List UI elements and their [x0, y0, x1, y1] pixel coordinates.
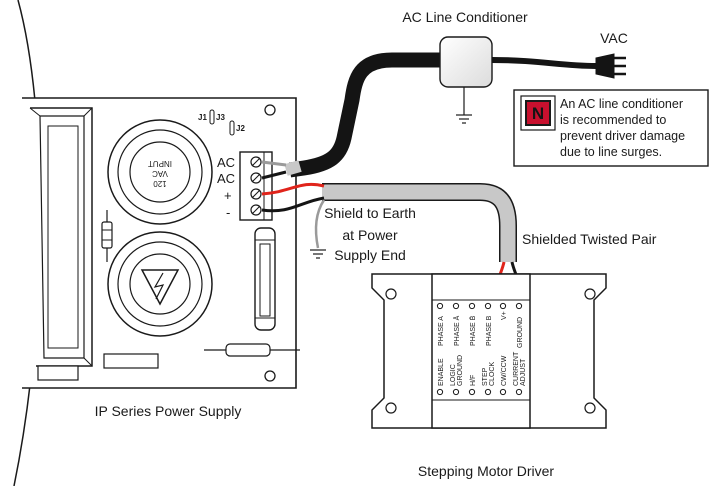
warning-triangle-icon	[140, 269, 180, 306]
note-line-3: prevent driver damage	[560, 129, 685, 143]
bottom-pin-terminals: ENABLE LOGIC GROUND H/F STEP CLOCK CW/CC…	[436, 351, 527, 396]
ground-icon	[456, 114, 472, 124]
mounting-hole	[385, 288, 397, 300]
jumper-j2-label: J2	[236, 124, 245, 133]
svg-text:H/F: H/F	[470, 375, 477, 386]
terminal-minus-label: -	[226, 205, 230, 220]
svg-text:PHASE A: PHASE A	[438, 316, 445, 346]
terminal-screw	[250, 156, 262, 216]
shield-to-earth-line-1: Shield to Earth	[324, 205, 416, 221]
ac-cable-sleeve	[284, 160, 302, 176]
shielded-twisted-pair-label: Shielded Twisted Pair	[522, 231, 657, 247]
connector-block	[37, 365, 79, 381]
pin-half-full: H/F	[468, 375, 477, 396]
output-transformer	[107, 231, 213, 337]
vac-label: VAC	[600, 30, 628, 46]
mounting-hole	[264, 370, 276, 382]
terminal-ac1-label: AC	[217, 155, 235, 170]
svg-text:CW/CCW: CW/CCW	[501, 355, 508, 386]
ac-cable	[261, 52, 440, 180]
connector-block	[103, 353, 159, 369]
note-line-1: An AC line conditioner	[560, 97, 683, 111]
jumper-j3-label: J3	[216, 113, 225, 122]
lightning-icon	[153, 272, 165, 300]
filter-component	[254, 227, 276, 331]
stepping-motor-driver-label: Stepping Motor Driver	[418, 463, 555, 479]
svg-text:GROUND: GROUND	[457, 355, 464, 386]
note-line-2: is recommended to	[560, 113, 666, 127]
fuse	[101, 210, 113, 262]
heatsink-corners	[29, 107, 93, 367]
shield-drain-wire	[314, 199, 326, 249]
conditioner-box	[439, 36, 493, 88]
heatsink-fin	[47, 125, 79, 349]
pin-phase-a-bar: PHASE Ā	[452, 302, 461, 346]
stepping-motor-driver: PHASE A PHASE Ā PHASE B̄ PHASE B V+ GROU…	[371, 273, 607, 479]
ac-wire-1	[261, 160, 287, 167]
jumpers: J1 J3 J2	[198, 109, 245, 136]
pin-logic-ground: LOGIC GROUND	[450, 355, 464, 396]
ac-cable-jacket	[288, 52, 440, 178]
dc-wire-positive	[261, 182, 325, 196]
dc-cable: Shield to Earth at Power Supply End Shie…	[261, 182, 657, 297]
pin-vplus: V+	[499, 302, 508, 320]
shield-to-earth-line-3: Supply End	[334, 247, 406, 263]
input-transformer: 120 VAC INPUT	[107, 119, 213, 225]
jumper-j2	[229, 120, 235, 136]
power-supply: 120 VAC INPUT	[13, 0, 300, 487]
svg-text:PHASE B̄: PHASE B̄	[469, 315, 477, 346]
resistor	[204, 343, 300, 357]
transformer-label-3: INPUT	[148, 159, 172, 168]
dc-wire-negative	[261, 196, 325, 213]
driver-body	[431, 273, 531, 429]
jumper-j1-label: J1	[198, 113, 207, 122]
mounting-hole	[584, 402, 596, 414]
pin-phase-b-bar: PHASE B̄	[468, 302, 477, 346]
pin-phase-a: PHASE A	[436, 302, 445, 346]
mounting-hole	[584, 288, 596, 300]
plug-icon	[595, 53, 626, 79]
svg-text:PHASE Ā: PHASE Ā	[453, 315, 461, 346]
ac-wire-2	[261, 170, 287, 180]
mounting-hole	[385, 402, 397, 414]
terminal-ac2-label: AC	[217, 171, 235, 186]
ground-icon	[310, 249, 326, 259]
pin-enable: ENABLE	[436, 358, 445, 396]
shield-to-earth-line-2: at Power	[342, 227, 398, 243]
svg-text:GROUND: GROUND	[517, 317, 524, 348]
vac-cord	[491, 57, 597, 69]
power-supply-label: IP Series Power Supply	[95, 403, 242, 419]
svg-text:LOGIC: LOGIC	[450, 364, 457, 386]
pin-cw-ccw: CW/CCW	[499, 355, 508, 396]
svg-text:ADJUST: ADJUST	[520, 358, 527, 386]
note-box: N An AC line conditioner is recommended …	[513, 89, 709, 167]
note-line-4: due to line surges.	[560, 145, 662, 159]
svg-text:PHASE B: PHASE B	[486, 315, 493, 346]
pin-phase-b: PHASE B	[484, 302, 493, 346]
svg-text:STEP: STEP	[482, 367, 489, 386]
svg-text:V+: V+	[501, 311, 508, 320]
jumper-j1	[209, 109, 215, 125]
svg-text:ENABLE: ENABLE	[438, 358, 445, 386]
top-pin-terminals: PHASE A PHASE Ā PHASE B̄ PHASE B V+ GROU…	[436, 302, 524, 348]
ac-line-conditioner: AC Line Conditioner VAC	[402, 9, 628, 124]
mounting-hole	[264, 104, 276, 116]
terminal-plus-label: +	[224, 188, 232, 203]
svg-text:CURRENT: CURRENT	[513, 351, 520, 386]
transformer-label-1: 120	[153, 179, 167, 188]
pin-step-clock: STEP CLOCK	[482, 362, 496, 396]
note-badge-icon	[525, 100, 551, 126]
note-badge-letter: N	[532, 104, 544, 123]
pin-current-adjust: CURRENT ADJUST	[513, 351, 527, 396]
transformer-label-2: VAC	[152, 169, 168, 178]
svg-text:CLOCK: CLOCK	[489, 362, 496, 386]
dc-cable-jacket	[322, 184, 516, 262]
pin-ground: GROUND	[515, 302, 524, 348]
ac-line-conditioner-label: AC Line Conditioner	[402, 9, 528, 25]
